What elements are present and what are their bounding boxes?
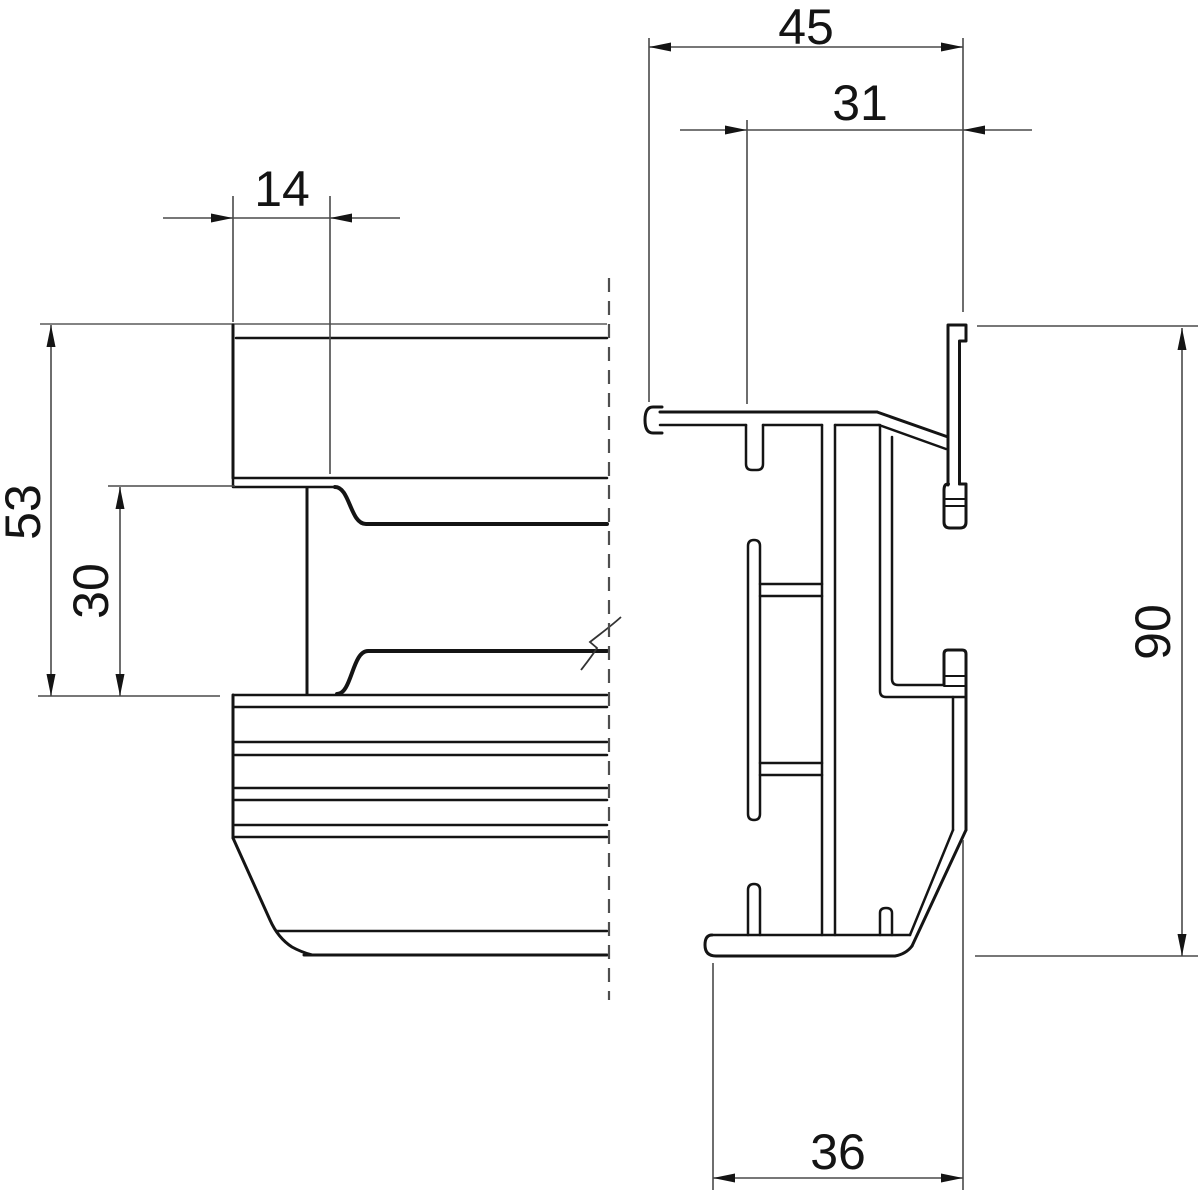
lower-clip [942, 648, 968, 699]
dimension-31: 31 [680, 75, 1032, 404]
dim31-arrow-right [963, 125, 985, 135]
dim36-arrow-right [941, 1173, 963, 1183]
dim45-arrow-right [941, 42, 963, 52]
dimension-label-53: 53 [0, 484, 51, 540]
sill-taper-edge [231, 836, 314, 957]
left-profile-view [40, 278, 622, 1000]
chamfer-outer [910, 828, 968, 948]
dimension-36: 36 [712, 840, 964, 1190]
dimension-30: 30 [63, 485, 235, 696]
web-top-edge [875, 410, 950, 439]
dim45-arrow-left [649, 42, 671, 52]
bottom-flange-bottom-edge [703, 933, 914, 958]
dim90-arrow-bottom [1177, 934, 1187, 956]
flange-nose [643, 405, 664, 435]
dimension-label-30: 30 [63, 563, 119, 619]
flange-tab [744, 423, 765, 472]
dim30-arrow-bottom [115, 674, 125, 696]
dim31-arrow-left [725, 125, 747, 135]
dimension-label-90: 90 [1125, 604, 1181, 660]
dim30-arrow-top [115, 487, 125, 509]
dim36-arrow-left [713, 1173, 735, 1183]
dim53-arrow-top [46, 325, 56, 347]
dim14-arrow-left [211, 213, 233, 223]
bottom-flange-tab-left [746, 882, 762, 937]
dimension-53: 53 [0, 325, 220, 697]
main-wall-outer [878, 423, 968, 699]
chamfer-inner [908, 828, 955, 937]
dimension-label-31: 31 [832, 75, 888, 131]
dimension-45: 45 [648, 0, 964, 402]
dimension-label-14: 14 [254, 161, 310, 217]
left-profile-lower-shelf [335, 649, 609, 696]
web-bottom-edge [877, 423, 948, 451]
left-profile-lip [231, 476, 337, 489]
dimension-label-36: 36 [810, 1124, 866, 1180]
rib-wall [746, 538, 762, 822]
hook-foot [942, 482, 968, 530]
left-profile-upper-shelf [333, 485, 609, 526]
main-wall-inner [890, 435, 946, 687]
break-mark [580, 616, 622, 671]
dimension-90: 90 [975, 325, 1198, 957]
dimension-label-45: 45 [778, 0, 834, 55]
hook-stem [946, 323, 968, 487]
dim53-arrow-bottom [46, 674, 56, 696]
right-profile-view [643, 323, 968, 958]
dimension-14: 14 [163, 161, 400, 474]
bottom-flange-tab-right [878, 906, 894, 937]
dim14-arrow-right [330, 213, 352, 223]
dim90-arrow-top [1177, 328, 1187, 350]
